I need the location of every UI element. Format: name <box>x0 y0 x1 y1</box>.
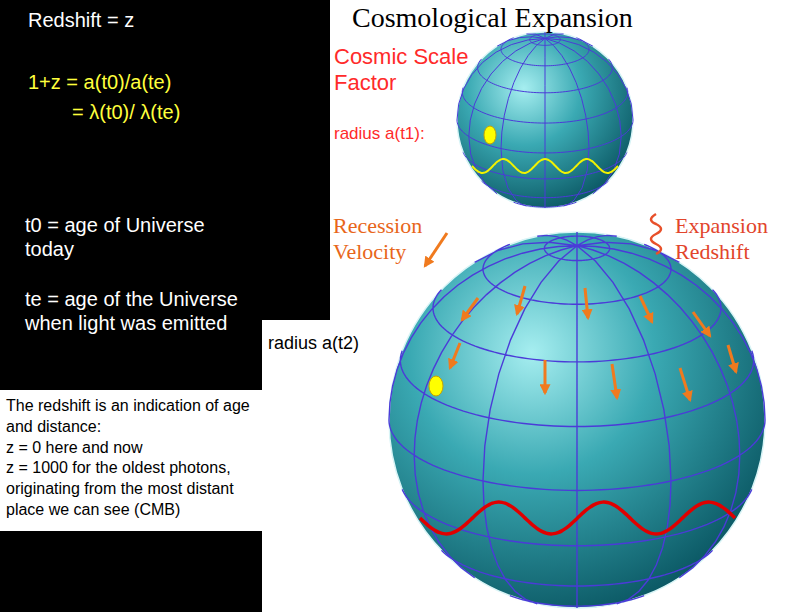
note-text: z = 0 here and now <box>6 438 276 459</box>
spheres <box>389 32 765 608</box>
sphere-grid <box>389 232 765 608</box>
text-label: te = age of the Universe when light was … <box>25 287 240 335</box>
text-label: Cosmic Scale Factor <box>334 44 469 97</box>
light-wave <box>472 159 618 173</box>
text-label: radius a(t1): <box>334 124 425 144</box>
velocity-arrow <box>640 296 652 322</box>
velocity-arrow <box>450 343 460 368</box>
note-text: z = 1000 for the oldest photons, origina… <box>6 458 276 520</box>
sphere <box>457 32 633 208</box>
sphere-grid <box>457 32 633 208</box>
velocity-arrow <box>462 298 478 320</box>
text-label: = λ(t0)/ λ(te) <box>72 100 180 124</box>
note-box: The redshift is an indication of age and… <box>0 390 282 531</box>
sphere-body <box>389 232 765 608</box>
galaxy-dot <box>429 376 443 396</box>
velocity-arrow <box>585 288 588 318</box>
velocity-arrow <box>693 312 710 336</box>
note-text: The redshift is an indication of age and… <box>6 396 276 438</box>
diagram-title: Cosmological Expansion <box>352 2 633 34</box>
sphere-body <box>457 32 633 208</box>
velocity-arrow <box>680 368 690 400</box>
text-label: t0 = age of Universe today <box>25 213 240 261</box>
text-label: Expansion Redshift <box>675 213 783 266</box>
text-label: Recession Velocity <box>333 213 445 266</box>
velocity-arrow <box>612 364 617 398</box>
velocity-arrow <box>517 286 525 314</box>
sphere <box>389 232 765 608</box>
recession-arrow <box>425 233 447 266</box>
velocity-arrows <box>450 286 736 400</box>
velocity-arrow <box>728 345 736 372</box>
text-label: 1+z = a(t0)/a(te) <box>28 70 171 94</box>
velocity-arrow <box>544 360 547 393</box>
text-label: Redshift = z <box>28 8 134 32</box>
redshift-squiggle <box>651 214 661 254</box>
galaxy-dot <box>484 126 496 144</box>
text-label: radius a(t2) <box>268 333 359 355</box>
light-wave <box>420 502 735 534</box>
black-panel <box>0 0 330 612</box>
